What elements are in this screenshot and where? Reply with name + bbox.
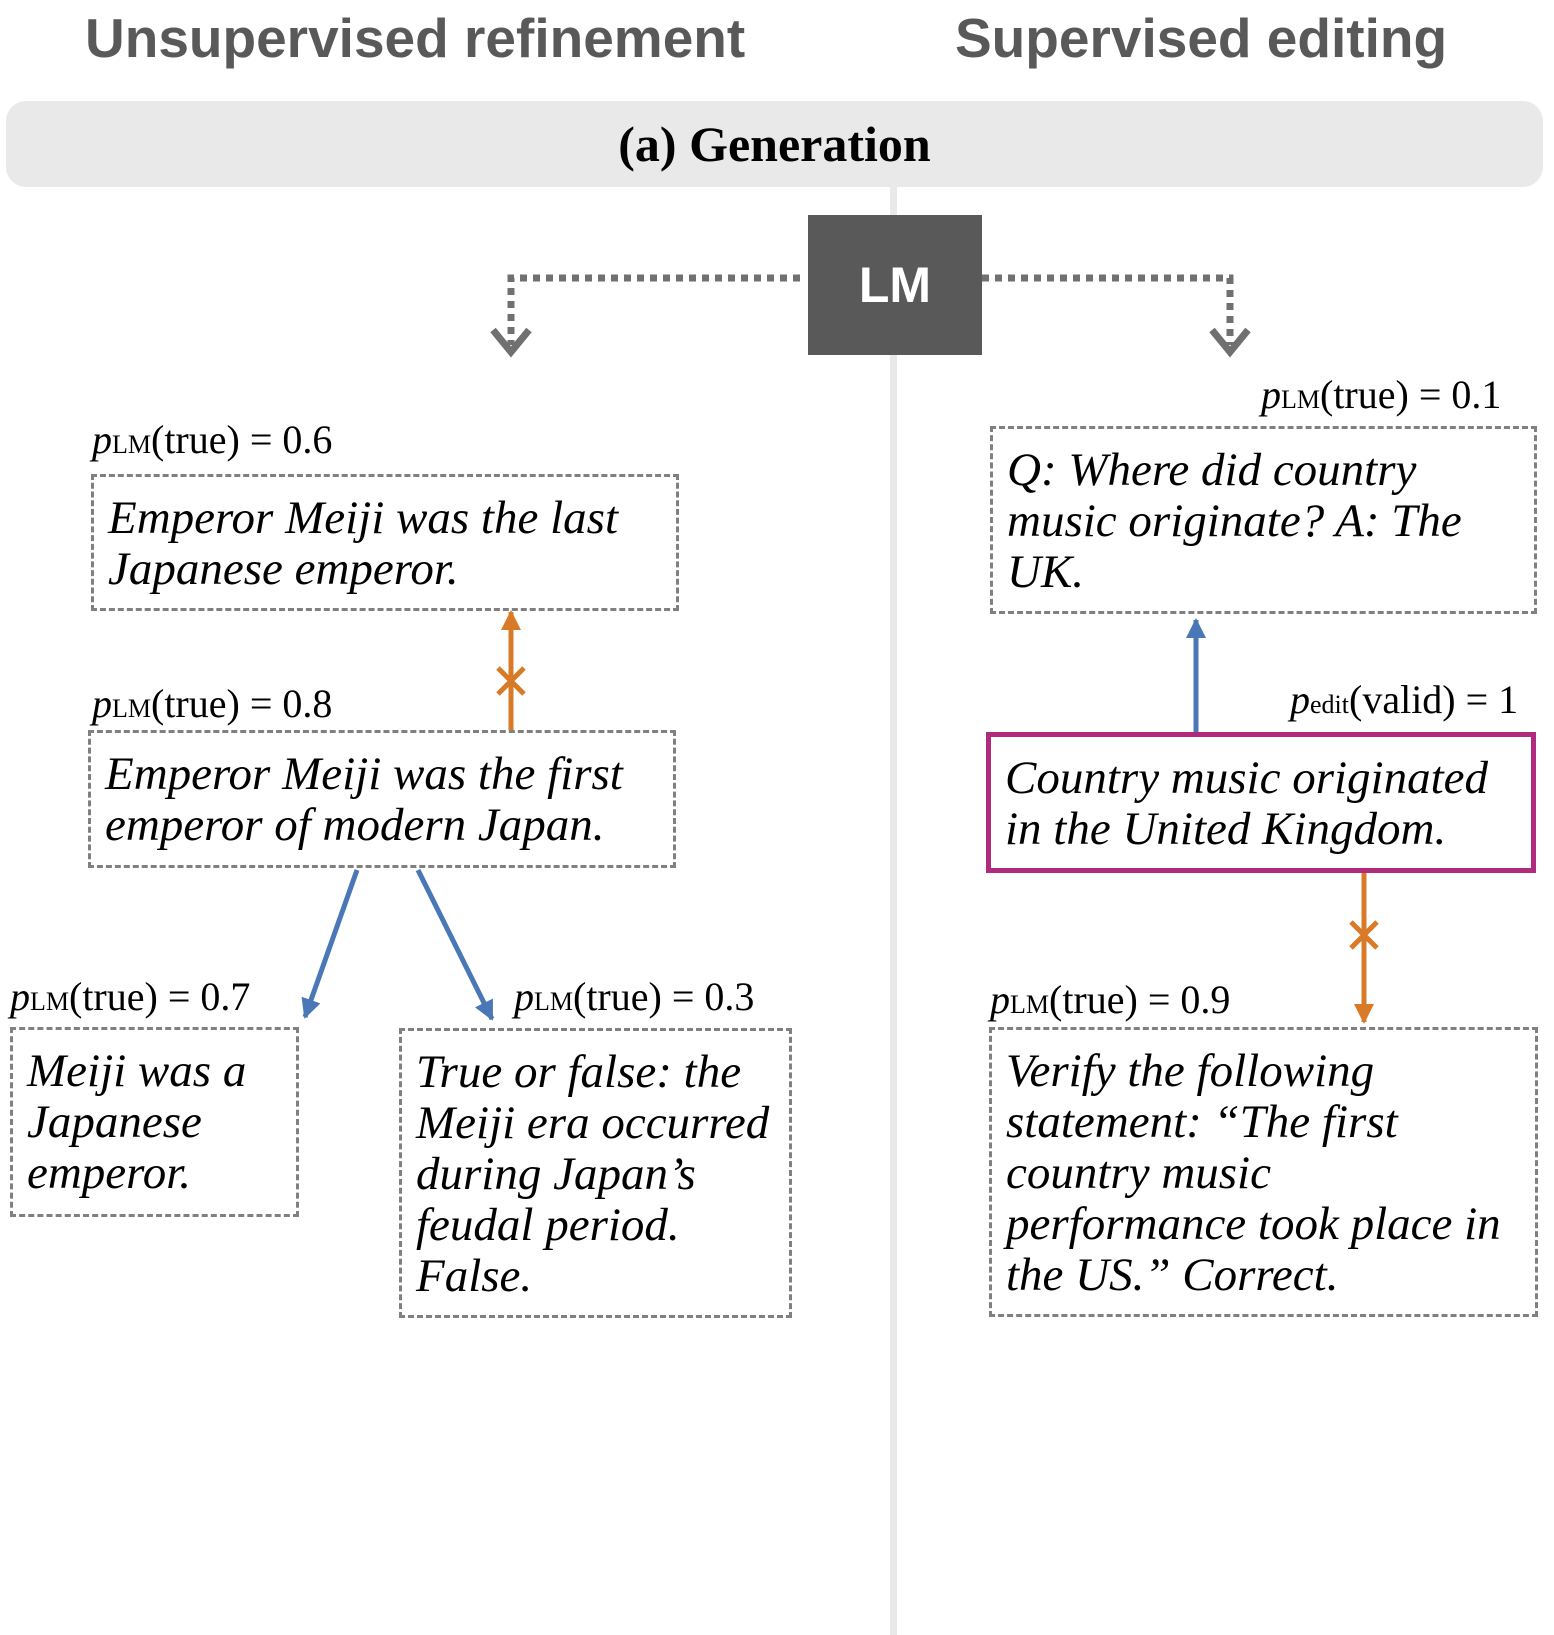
left-bottom-right-box: True or false: the Meiji era occurred du… <box>399 1028 792 1318</box>
prob-p: p <box>10 974 30 1019</box>
prob-rest: (true) = 0.7 <box>69 974 251 1019</box>
prob-label-left-bottom-left: pLM(true) = 0.7 <box>10 975 250 1024</box>
prob-p: p <box>514 974 534 1019</box>
right-mid-text: Country music originated in the United K… <box>1005 752 1489 855</box>
right-mid-box: Country music originated in the United K… <box>986 732 1536 873</box>
prob-p: p <box>1290 677 1310 722</box>
left-top-box: Emperor Meiji was the last Japanese empe… <box>91 474 679 611</box>
prob-rest: (true) = 0.9 <box>1049 977 1231 1022</box>
prob-sub: LM <box>534 987 573 1016</box>
right-cross-icon <box>1349 920 1379 950</box>
prob-label-right-mid: pedit(valid) = 1 <box>1290 678 1518 727</box>
lm-block: LM <box>808 215 982 355</box>
left-mid-text: Emperor Meiji was the first emperor of m… <box>105 748 623 851</box>
lm-to-right-dotted-arrow <box>982 274 1234 345</box>
column-divider <box>890 187 897 1635</box>
left-bottom-left-text: Meiji was a Japanese emperor. <box>27 1045 247 1199</box>
prob-p: p <box>92 681 112 726</box>
prob-sub: LM <box>112 694 151 723</box>
right-top-text: Q: Where did country music originate? A:… <box>1007 444 1462 598</box>
left-top-text: Emperor Meiji was the last Japanese empe… <box>108 492 619 595</box>
right-column-header: Supervised editing <box>955 7 1448 69</box>
prob-label-left-bottom-right: pLM(true) = 0.3 <box>514 975 754 1024</box>
prob-p: p <box>990 977 1010 1022</box>
right-top-box: Q: Where did country music originate? A:… <box>990 426 1537 614</box>
right-bottom-text: Verify the following statement: “The fir… <box>1006 1045 1501 1301</box>
left-blue-arrow-1 <box>301 869 360 1019</box>
lm-to-left-dotted-arrow <box>507 274 800 345</box>
prob-p: p <box>1261 372 1281 417</box>
prob-sub: LM <box>30 987 69 1016</box>
left-bottom-right-text: True or false: the Meiji era occurred du… <box>416 1046 770 1302</box>
left-column-header: Unsupervised refinement <box>85 7 746 69</box>
prob-label-left-mid: pLM(true) = 0.8 <box>92 682 332 731</box>
prob-label-right-top: pLM(true) = 0.1 <box>1261 373 1501 422</box>
generation-title: (a) Generation <box>618 116 931 172</box>
prob-label-right-bottom: pLM(true) = 0.9 <box>990 978 1230 1027</box>
generation-band: (a) Generation <box>6 101 1543 187</box>
left-mid-box: Emperor Meiji was the first emperor of m… <box>88 730 676 868</box>
prob-rest: (true) = 0.1 <box>1320 372 1502 417</box>
right-bottom-box: Verify the following statement: “The fir… <box>989 1027 1538 1317</box>
left-cross-icon <box>496 666 526 696</box>
lm-label: LM <box>858 257 932 313</box>
prob-sub: LM <box>1281 385 1320 414</box>
prob-rest: (true) = 0.6 <box>151 417 333 462</box>
left-blue-arrow-2 <box>415 868 495 1021</box>
prob-rest: (true) = 0.3 <box>573 974 755 1019</box>
prob-label-left-top: pLM(true) = 0.6 <box>92 418 332 467</box>
lm-left-chevron-icon <box>490 327 532 358</box>
prob-rest: (true) = 0.8 <box>151 681 333 726</box>
prob-sub: edit <box>1310 690 1349 719</box>
left-bottom-left-box: Meiji was a Japanese emperor. <box>10 1027 299 1217</box>
lm-right-chevron-icon <box>1209 327 1251 358</box>
prob-sub: LM <box>1010 990 1049 1019</box>
prob-rest: (valid) = 1 <box>1349 677 1519 722</box>
prob-p: p <box>92 417 112 462</box>
prob-sub: LM <box>112 430 151 459</box>
